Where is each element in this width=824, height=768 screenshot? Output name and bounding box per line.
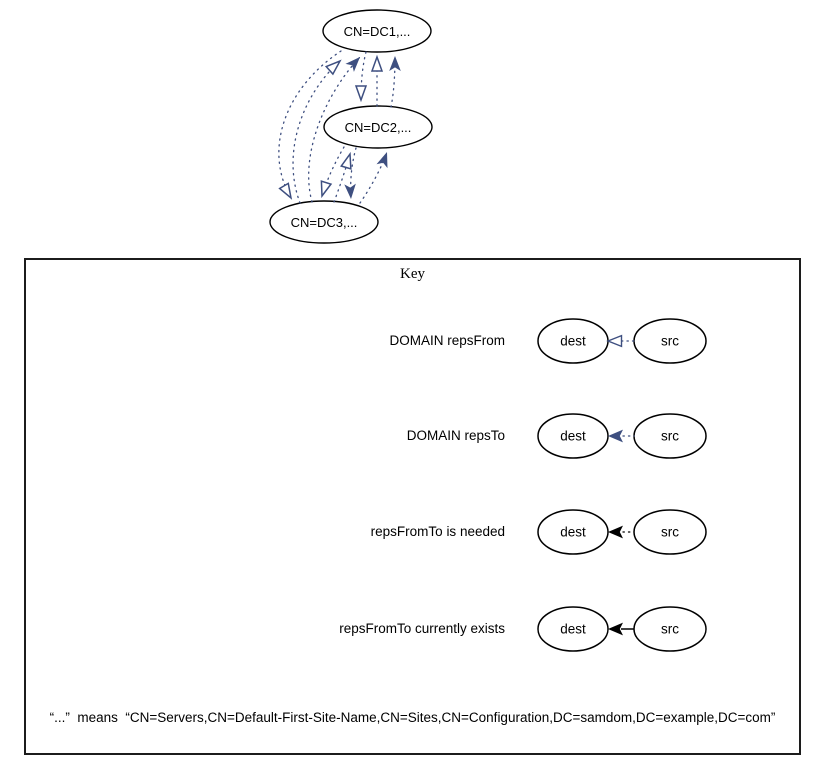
replication-graph: CN=DC1,... CN=DC2,... CN=DC3,...	[269, 9, 433, 244]
node-dc3: CN=DC3,...	[269, 200, 379, 244]
filled-navy-arrowhead-icon	[608, 429, 623, 443]
node-dc1: CN=DC1,...	[322, 9, 432, 53]
src-label: src	[661, 525, 679, 540]
node-dc3-ellipse	[269, 200, 379, 244]
edge-dc2-to-dc1-repsto	[389, 55, 401, 108]
dest-label: dest	[560, 334, 586, 349]
edge-dc3-to-dc2-repsfrom	[333, 151, 352, 203]
node-dc2: CN=DC2,...	[323, 105, 433, 149]
key-row-label-repsto: DOMAIN repsTo	[406, 428, 505, 443]
node-dc1-label: CN=DC1,...	[344, 24, 411, 39]
edge-dc1-to-dc2-repsfrom	[354, 51, 368, 103]
key-row-label-needed: repsFromTo is needed	[370, 524, 505, 539]
key-row-sample-repsfrom: dest src	[537, 318, 707, 364]
src-label: src	[661, 334, 679, 349]
key-row-label-repsfrom: DOMAIN repsFrom	[389, 333, 505, 348]
dest-label: dest	[560, 429, 586, 444]
node-dc2-ellipse	[323, 105, 433, 149]
node-dc1-ellipse	[322, 9, 432, 53]
dest-label: dest	[560, 622, 586, 637]
edge-dc3-to-dc2-repsto	[359, 151, 388, 204]
edge-dc3-to-dc1-repsto	[308, 56, 361, 203]
edge-dc2-to-dc3-repsto	[344, 147, 357, 200]
key-box: Key DOMAIN repsFrom dest src DOMAIN reps…	[24, 258, 801, 755]
edge-dc2-to-dc3-repsfrom	[320, 146, 345, 199]
key-title: Key	[400, 266, 425, 282]
src-label: src	[661, 429, 679, 444]
key-row-sample-exists: dest src	[537, 606, 707, 652]
ellipsis-meaning-footnote: “...” means “CN=Servers,CN=Default-First…	[49, 710, 776, 725]
edge-dc1-to-dc3-repsfrom	[278, 50, 342, 200]
filled-black-arrowhead-icon	[608, 525, 623, 539]
edge-dc3-to-dc1-repsfrom	[292, 59, 342, 204]
src-label: src	[661, 622, 679, 637]
key-row-label-exists: repsFromTo currently exists	[339, 621, 505, 636]
dest-label: dest	[560, 525, 586, 540]
node-dc2-label: CN=DC2,...	[345, 120, 412, 135]
filled-black-arrowhead-icon	[608, 622, 623, 636]
node-dc3-label: CN=DC3,...	[291, 215, 358, 230]
open-arrowhead-icon	[606, 334, 623, 348]
key-row-sample-needed: dest src	[537, 509, 707, 555]
key-row-sample-repsto: dest src	[537, 413, 707, 459]
